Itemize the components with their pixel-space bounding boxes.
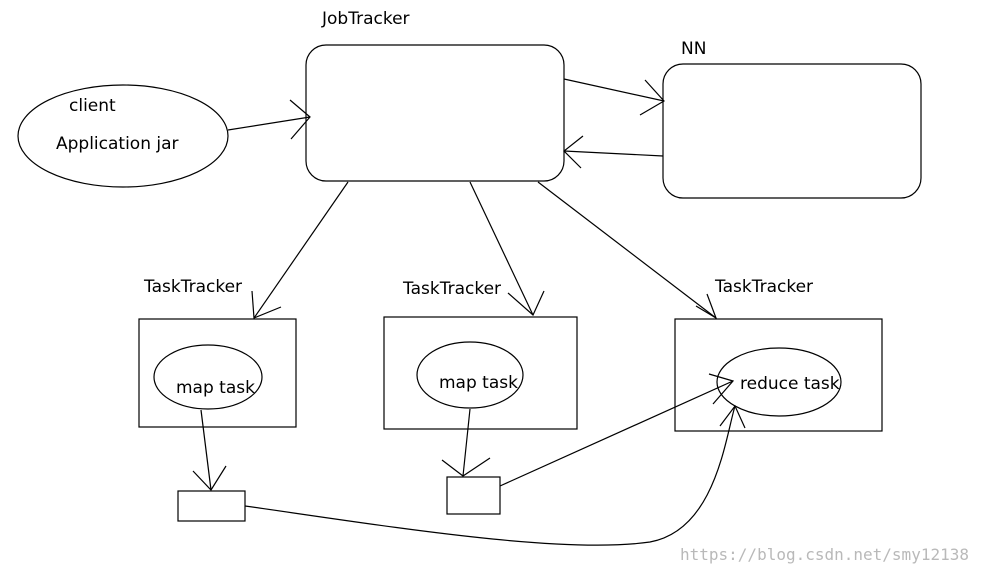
arrow-jobtracker-to-namenode xyxy=(563,78,665,102)
arrow-jobtracker-to-tasktracker-3 xyxy=(537,181,717,319)
tasktracker-box-2 xyxy=(383,316,578,430)
arrowhead-map-task-2-to-output xyxy=(441,457,491,477)
arrow-map-task-2-to-output xyxy=(462,408,471,477)
map-task-ellipse-2 xyxy=(416,341,524,409)
arrowhead-output-2-to-reduce-task xyxy=(708,373,735,405)
arrow-output-1-to-reduce-task xyxy=(244,405,736,546)
arrowhead-jobtracker-to-tasktracker-3 xyxy=(695,293,718,320)
map-output-box-1 xyxy=(177,490,246,522)
namenode-box xyxy=(662,63,922,199)
arrowhead-output-1-to-reduce-task xyxy=(719,404,746,429)
arrow-client-to-jobtracker xyxy=(227,116,311,131)
jobtracker-label: JobTracker xyxy=(322,9,410,29)
arrowhead-jobtracker-to-namenode xyxy=(639,79,665,116)
arrow-namenode-to-jobtracker xyxy=(563,150,664,157)
tasktracker-box-3 xyxy=(674,318,883,432)
arrowhead-client-to-jobtracker xyxy=(289,99,311,140)
namenode-label: NN xyxy=(681,39,707,59)
tasktracker-label-1: TaskTracker xyxy=(144,277,243,297)
client-ellipse xyxy=(17,84,229,188)
reduce-task-label: reduce task xyxy=(740,374,840,394)
map-task-label-2: map task xyxy=(439,373,518,393)
map-output-box-2 xyxy=(446,476,501,515)
arrow-jobtracker-to-tasktracker-2 xyxy=(469,181,534,316)
jobtracker-box xyxy=(305,44,565,182)
tasktracker-label-2: TaskTracker xyxy=(403,279,502,299)
reduce-task-ellipse xyxy=(716,347,842,417)
arrowhead-map-task-1-to-output xyxy=(192,465,227,491)
arrowhead-namenode-to-jobtracker xyxy=(563,135,584,169)
arrowhead-jobtracker-to-tasktracker-1 xyxy=(251,290,282,319)
arrow-jobtracker-to-tasktracker-1 xyxy=(253,181,349,319)
map-task-ellipse-1 xyxy=(153,344,263,410)
tasktracker-box-1 xyxy=(138,318,297,428)
map-task-label-1: map task xyxy=(176,378,255,398)
arrowhead-jobtracker-to-tasktracker-2 xyxy=(507,290,545,316)
application-jar-label: Application jar xyxy=(56,134,179,154)
tasktracker-label-3: TaskTracker xyxy=(715,277,814,297)
arrow-map-task-1-to-output xyxy=(200,409,212,491)
watermark: https://blog.csdn.net/smy12138 xyxy=(680,545,969,564)
arrow-output-2-to-reduce-task xyxy=(499,380,734,487)
client-label: client xyxy=(69,96,116,116)
